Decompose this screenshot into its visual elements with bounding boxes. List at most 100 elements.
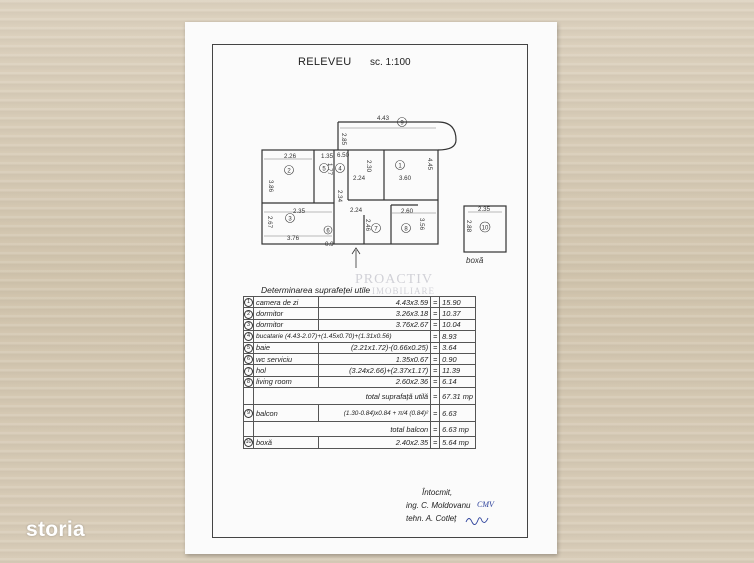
room-number: 4 — [338, 167, 342, 173]
room-name: living room — [253, 375, 319, 389]
row-number: 5 — [244, 343, 253, 353]
plan-dim: 2.35 — [293, 208, 306, 215]
plan-dim: 2.35 — [478, 206, 491, 213]
balcon-row: 9 balcon (1.30-0.84)x0.84 + π/4 (0.84)² … — [243, 404, 476, 423]
room-number: 8 — [404, 227, 408, 233]
room-name: wc serviciu — [253, 352, 319, 366]
plan-box-wall — [463, 205, 507, 253]
equals: = — [430, 404, 441, 423]
document-title: RELEVEU — [298, 56, 352, 68]
plan-dim: 3.76 — [287, 235, 300, 242]
boxa-row: 10 boxă 2.40x2.35 = 5.64 mp — [243, 436, 476, 449]
plan-dim: 3.86 — [267, 180, 274, 193]
total-util-row: total suprafață utilă = 67.31 mp — [243, 387, 476, 406]
total-balcon-value: 6.63 mp — [439, 421, 476, 438]
room-number: 1 — [398, 164, 402, 170]
plan-dim: 4.43 — [377, 115, 390, 122]
plan-dim: 6.50 — [337, 152, 350, 159]
room-formula: 2.60x2.36 — [317, 375, 432, 389]
table-row: 3 dormitor 3.76x2.67 = 10.04 — [243, 318, 476, 332]
row-number: 4 — [244, 332, 253, 342]
table-row: 1 camera de zi 4.43x3.59 = 15.90 — [243, 295, 476, 309]
row-number: 7 — [244, 366, 253, 376]
table-row: 5 baie (2.21x1.72)-(0.66x0.25) = 3.64 — [243, 341, 476, 354]
room-number: 10 — [482, 226, 489, 232]
plan-dim: 2.26 — [284, 153, 297, 160]
plan-dim: 4.45 — [426, 158, 433, 171]
plan-dim: 0.9 — [325, 241, 334, 248]
plan-dim: 2.24 — [350, 207, 363, 214]
room-formula: (2.21x1.72)-(0.66x0.25) — [317, 341, 432, 354]
table-row: 7 hol (3.24x2.66)+(2.37x1.17) = 11.39 — [243, 364, 476, 377]
room-number: 2 — [287, 169, 291, 175]
equals: = — [430, 364, 441, 377]
signature-technician: tehn. A. Cotleț — [406, 514, 457, 523]
room-name: baie — [253, 341, 319, 354]
equals: = — [430, 318, 441, 332]
room-formula: 3.26x3.18 — [317, 307, 432, 320]
determination-title: Determinarea suprafeței utile — [261, 285, 371, 295]
boxa-name: boxă — [253, 436, 319, 449]
watermark-brand: PROACTIV — [355, 272, 434, 287]
room-area: 10.37 — [439, 307, 476, 320]
plan-dim: 2.46 — [364, 219, 371, 232]
balcon-value: 6.63 — [439, 404, 476, 423]
room-name: dormitor — [253, 318, 319, 332]
room-name: bucatarie (4.43-2.07)+(1.45x0.70)+(1.31x… — [252, 330, 432, 343]
entrance-arrow — [351, 247, 361, 268]
plan-dim: 2.88 — [465, 220, 472, 233]
room-number: 7 — [374, 227, 378, 233]
plan-dim: 2.60 — [401, 208, 414, 215]
equals: = — [430, 375, 441, 389]
room-area: 11.39 — [439, 364, 476, 377]
room-number: 5 — [322, 167, 326, 173]
equals: = — [430, 341, 441, 354]
room-formula: 3.76x2.67 — [317, 318, 432, 332]
plan-dim: 3.56 — [418, 218, 425, 231]
plan-dim: 2.34 — [336, 190, 343, 203]
room-name: hol — [253, 364, 319, 377]
document-sheet — [185, 22, 557, 554]
room-area: 0.90 — [439, 352, 476, 366]
plan-dim: 2.24 — [353, 175, 366, 182]
boxa-formula: 2.40x2.35 — [317, 436, 432, 449]
room-area: 15.90 — [439, 295, 476, 309]
document-frame — [212, 44, 528, 538]
area-table: 1 camera de zi 4.43x3.59 = 15.90 2 dormi… — [243, 295, 476, 449]
plan-dim: 1.35 — [321, 153, 334, 160]
row-number: 2 — [244, 309, 253, 319]
row-number: 6 — [244, 355, 253, 365]
boxa-value: 5.64 mp — [439, 436, 476, 449]
row-number: 8 — [244, 377, 253, 387]
total-balcon-label: total balcon — [252, 421, 432, 438]
room-formula: (3.24x2.66)+(2.37x1.17) — [317, 364, 432, 377]
equals: = — [430, 352, 441, 366]
room-name: camera de zi — [253, 295, 319, 309]
handwritten-initials: CMV — [477, 500, 494, 509]
room-formula: 1.35x0.67 — [317, 352, 432, 366]
plan-dim: 3.60 — [399, 175, 412, 182]
plan-outer-wall — [261, 149, 439, 245]
room-number: 6 — [326, 229, 330, 235]
room-name: dormitor — [253, 307, 319, 320]
plan-dim: 1.77 — [326, 163, 333, 176]
equals: = — [430, 330, 441, 343]
equals: = — [430, 295, 441, 309]
row-number: 9 — [244, 409, 253, 419]
balcon-formula: (1.30-0.84)x0.84 + π/4 (0.84)² — [317, 404, 432, 423]
table-row: 4 bucatarie (4.43-2.07)+(1.45x0.70)+(1.3… — [243, 330, 476, 343]
row-number: 10 — [244, 438, 253, 448]
plan-dim: 2.30 — [365, 160, 372, 173]
equals: = — [430, 307, 441, 320]
plan-dim: 2.85 — [340, 133, 347, 146]
balcon-name: balcon — [253, 404, 319, 423]
signature-engineer: ing. C. Moldovanu — [406, 501, 471, 510]
room-formula: 4.43x3.59 — [317, 295, 432, 309]
plan-dim: 2.67 — [266, 216, 273, 229]
row-number: 1 — [244, 298, 253, 308]
box-label: boxă — [466, 256, 484, 265]
table-row: 8 living room 2.60x2.36 = 6.14 — [243, 375, 476, 389]
table-row: 2 dormitor 3.26x3.18 = 10.37 — [243, 307, 476, 320]
room-number: 3 — [288, 217, 292, 223]
